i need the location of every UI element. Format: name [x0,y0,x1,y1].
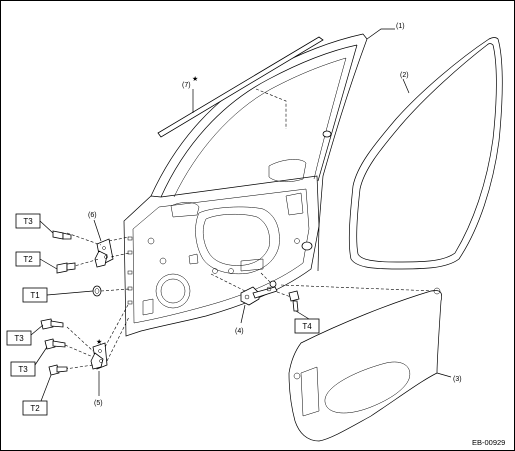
bolt-checker [288,290,310,320]
svg-text:T3: T3 [18,365,28,374]
svg-text:T4: T4 [302,322,312,331]
torque-label-t2-lower: T2 [22,374,52,416]
callout-4: (4) [235,328,244,335]
door-panel [123,28,395,337]
callout-1: (1) [396,23,405,30]
bolt-lower-hinge-2 [44,338,66,350]
bolt-lower-hinge-3 [48,364,68,376]
svg-text:T2: T2 [23,255,33,264]
figure-code: EB-00929 [472,438,505,447]
callout-5: (5) [94,400,103,407]
door-checker [210,272,292,324]
bolt-upper-hinge-1 [52,230,72,240]
torque-label-t3-upper: T3 [15,213,54,234]
upper-hinge [66,219,130,268]
star-mark: ★ [192,75,198,83]
svg-text:T3: T3 [23,217,33,226]
belt-molding [157,36,324,138]
torque-label-t2-upper: T2 [15,251,58,270]
bolt-lower-hinge-1 [40,318,64,330]
torque-label-t3-lower-2: T3 [10,346,48,377]
svg-text:T3: T3 [14,334,24,343]
callout-3: (3) [453,376,462,383]
sealing-cover [280,284,452,442]
callout-6: (6) [88,212,97,219]
torque-label-t4: T4 [294,318,320,334]
callout-2: (2) [400,72,409,79]
callout-7: (7) [182,82,191,89]
weatherstrip [348,37,503,270]
bolt-upper-hinge-2 [56,262,76,274]
svg-text:T2: T2 [30,404,40,413]
lower-hinge: ★ [64,302,130,396]
torque-label-t1: T1 [22,287,94,303]
star-mark: ★ [96,338,102,346]
nut-t1 [92,285,130,297]
torque-label-t3-lower-1: T3 [6,324,44,346]
svg-text:T1: T1 [30,291,40,300]
